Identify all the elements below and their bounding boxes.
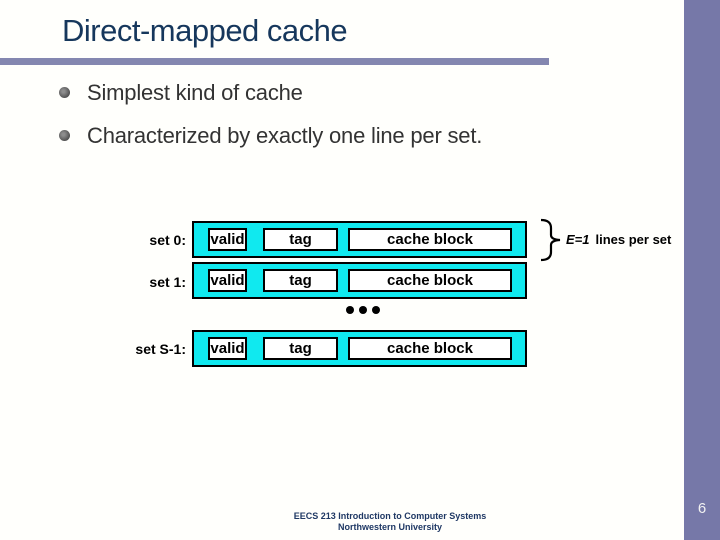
cache-block-cell: cache block <box>348 269 512 292</box>
page-number: 6 <box>697 500 707 517</box>
valid-cell: valid <box>208 269 247 292</box>
tag-cell: tag <box>263 269 338 292</box>
accent-sidebar <box>684 0 720 540</box>
valid-cell: valid <box>208 337 247 360</box>
cache-block-cell: cache block <box>348 337 512 360</box>
set-label-0: set 0: <box>149 232 186 248</box>
footer-university: Northwestern University <box>337 521 443 532</box>
valid-cell: valid <box>208 228 247 251</box>
slide-footer: EECS 213 Introduction to Computer System… <box>240 511 540 532</box>
tag-cell: tag <box>263 228 338 251</box>
title-divider <box>0 58 549 65</box>
bullet-icon <box>59 130 70 141</box>
set-label-s1: set S-1: <box>135 341 186 357</box>
lines-per-set-annotation: E=1 lines per set <box>566 232 671 247</box>
ellipsis-icon <box>346 306 380 314</box>
slide-title: Direct-mapped cache <box>62 13 348 48</box>
cache-set-row-0: valid tag cache block <box>192 221 527 258</box>
set-label-1: set 1: <box>149 274 186 290</box>
cache-set-row-s1: valid tag cache block <box>192 330 527 367</box>
brace-icon <box>540 218 561 262</box>
cache-block-cell: cache block <box>348 228 512 251</box>
bullet-text: Simplest kind of cache <box>87 80 303 105</box>
annotation-e1: E=1 <box>566 232 590 247</box>
cache-set-row-1: valid tag cache block <box>192 262 527 299</box>
bullet-icon <box>59 87 70 98</box>
bullet-text: Characterized by exactly one line per se… <box>87 123 483 148</box>
annotation-text: lines per set <box>595 232 672 247</box>
footer-course: EECS 213 Introduction to Computer System… <box>293 511 487 521</box>
tag-cell: tag <box>263 337 338 360</box>
